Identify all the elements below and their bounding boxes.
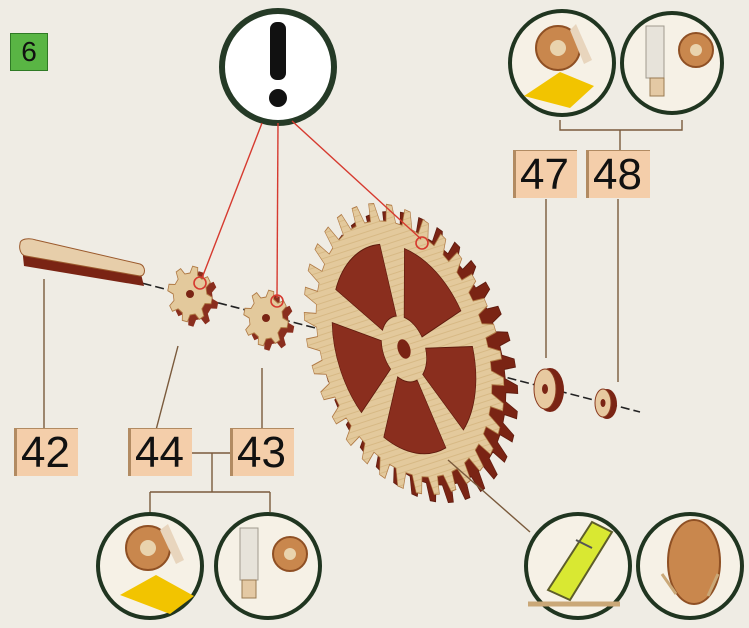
detail-view-bottom-right-2	[638, 514, 742, 618]
pinion-gear-part-43	[244, 290, 294, 351]
spacer-part-47	[534, 368, 564, 412]
detail-view-bottom-right-1	[526, 514, 630, 618]
detail-view-bottom-left	[98, 514, 202, 618]
step-number-badge: 6	[10, 33, 48, 71]
part-label-42: 42	[14, 428, 78, 476]
pinion-gear-part-44	[168, 266, 218, 327]
detail-view-bottom-middle	[216, 514, 320, 618]
part-label-44: 44	[128, 428, 192, 476]
detail-view-top-left	[510, 11, 614, 115]
exclamation-icon	[270, 22, 286, 80]
part-label-47: 47	[513, 150, 577, 198]
part-label-43: 43	[230, 428, 294, 476]
part-label-48: 48	[586, 150, 650, 198]
crank-handle-part-42	[20, 239, 145, 286]
spacer-part-48	[595, 389, 617, 419]
detail-view-top-right	[622, 13, 722, 113]
